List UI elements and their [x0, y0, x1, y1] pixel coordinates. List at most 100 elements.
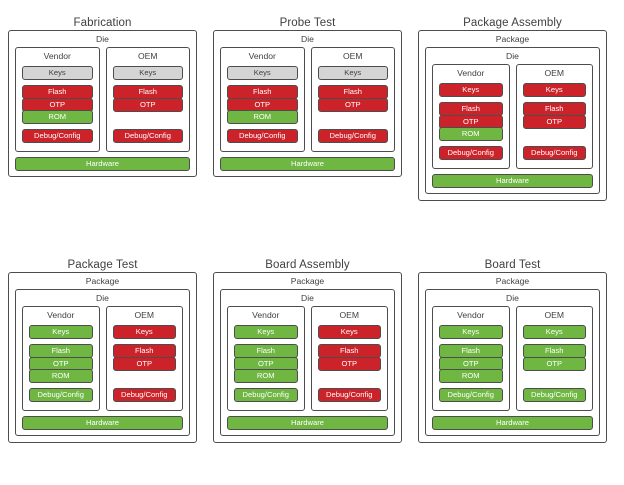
vendor-column-rom-block: ROM [439, 369, 503, 384]
oem-column-otp-block: OTP [112, 97, 183, 112]
oem-column-keys-block: Keys [522, 83, 586, 97]
hardware-row: Hardware [220, 157, 395, 172]
oem-column-debug-config-block: Debug/Config [317, 129, 388, 144]
oem-column-otp-block: OTP [522, 114, 586, 129]
vendor-column-spacer [439, 402, 503, 404]
vendor-column-rom-block: ROM [439, 127, 503, 142]
panel-title: Board Assembly [265, 259, 350, 271]
oem-column-rom-placeholder [523, 127, 587, 141]
oem-column-spacer [113, 143, 184, 145]
oem-column-spacer [523, 160, 587, 162]
hardware-row: Hardware [227, 416, 388, 431]
panel-title: Board Test [484, 259, 541, 271]
vendor-column-debug-config-block: Debug/Config [22, 129, 93, 144]
hardware-row: Hardware [15, 157, 190, 172]
oem-column-rom-placeholder [318, 369, 382, 383]
die-label: Die [506, 293, 519, 303]
vendor-column-flash-block: Flash [22, 85, 93, 99]
vendor-column-flash-block: Flash [439, 344, 503, 358]
vendor-column-debug-config-block: Debug/Config [29, 388, 93, 403]
oem-column-label: OEM [544, 310, 565, 320]
die-label: Die [301, 293, 314, 303]
oem-column-spacer [113, 402, 177, 404]
hardware-block: Hardware [432, 416, 593, 431]
vendor-column-spacer [439, 160, 503, 162]
oem-column-flash-block: Flash [317, 344, 381, 358]
oem-column-spacer [318, 402, 382, 404]
oem-column-keys-block: Keys [317, 66, 388, 80]
vendor-column-spacer [234, 402, 298, 404]
hardware-row: Hardware [432, 174, 593, 189]
oem-column-otp-block: OTP [112, 356, 176, 371]
panel-title: Package Assembly [463, 17, 562, 29]
vendor-column-label: Vendor [252, 310, 280, 320]
oem-column-otp-block: OTP [317, 356, 381, 371]
vendor-column-debug-config-block: Debug/Config [439, 388, 503, 403]
oem-column-rom-placeholder [113, 110, 184, 124]
vendor-column-label: Vendor [43, 51, 71, 61]
vendor-column-spacer [227, 143, 298, 145]
hardware-block: Hardware [220, 157, 395, 172]
oem-column-rom-placeholder [113, 369, 177, 383]
oem-column-keys-block: Keys [112, 325, 176, 339]
vendor-column-rom-block: ROM [29, 369, 93, 384]
oem-column-label: OEM [339, 310, 360, 320]
oem-column-debug-config-block: Debug/Config [317, 388, 381, 403]
package-label: Package [85, 276, 120, 286]
die-label: Die [506, 51, 519, 61]
oem-column-flash-block: Flash [522, 344, 586, 358]
oem-column-debug-config-block: Debug/Config [522, 388, 586, 403]
vendor-column-label: Vendor [457, 310, 485, 320]
oem-column-flash-block: Flash [112, 344, 176, 358]
die-label: Die [96, 34, 109, 44]
vendor-column-keys-block: Keys [439, 325, 503, 339]
package-label: Package [290, 276, 325, 286]
vendor-column-flash-block: Flash [29, 344, 93, 358]
vendor-column-keys-block: Keys [234, 325, 298, 339]
oem-column-debug-config-block: Debug/Config [112, 388, 176, 403]
panel-title: Package Test [67, 259, 138, 271]
vendor-column-keys-block: Keys [439, 83, 503, 97]
hardware-block: Hardware [432, 174, 593, 189]
hardware-block: Hardware [22, 416, 183, 431]
vendor-column-keys-block: Keys [227, 66, 298, 80]
oem-column-label: OEM [342, 51, 363, 61]
hardware-block: Hardware [15, 157, 190, 172]
oem-column-keys-block: Keys [522, 325, 586, 339]
